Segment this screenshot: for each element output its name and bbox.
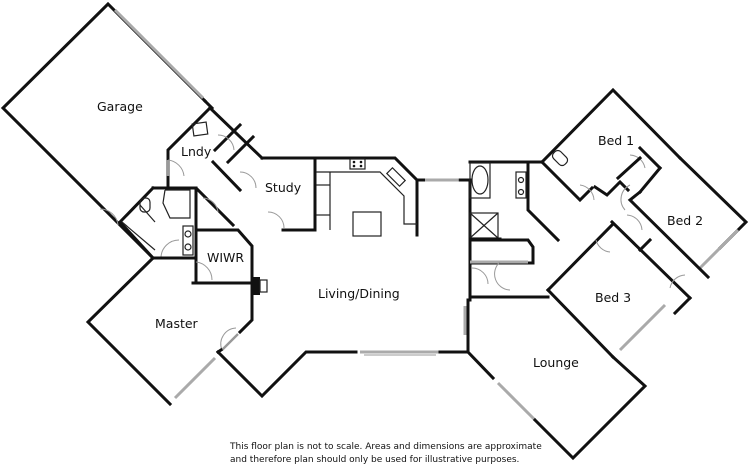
room-label-lounge: Lounge (533, 355, 579, 370)
lounge-walls (465, 349, 648, 461)
room-label-bed3: Bed 3 (595, 290, 632, 305)
disclaimer: This floor plan is not to scale. Areas a… (230, 441, 542, 466)
study-walls (260, 156, 317, 232)
bed2-walls (609, 155, 749, 301)
bed3-walls (545, 222, 693, 360)
ensuite-walls (117, 185, 236, 261)
garage-walls (0, 1, 215, 261)
room-label-laundry: Lndy (181, 144, 212, 159)
room-label-garage: Garage (97, 99, 143, 114)
disclaimer-line-2: and therefore plan should only be used f… (230, 454, 520, 465)
bathroom-walls (458, 160, 561, 302)
room-label-bed1: Bed 1 (598, 133, 635, 148)
room-label-wiwr: WIWR (207, 250, 245, 265)
laundry-walls (166, 105, 265, 193)
kitchen (313, 156, 458, 237)
room-label-master: Master (155, 316, 198, 331)
living-dining-walls (215, 298, 470, 399)
master-walls (85, 255, 254, 407)
bed1-walls (539, 87, 683, 203)
disclaimer-line-1: This floor plan is not to scale. Areas a… (230, 442, 542, 452)
room-label-study: Study (265, 180, 302, 195)
wiwr-walls (151, 228, 268, 295)
room-label-living-dining: Living/Dining (318, 286, 400, 301)
room-label-bed2: Bed 2 (667, 213, 704, 228)
